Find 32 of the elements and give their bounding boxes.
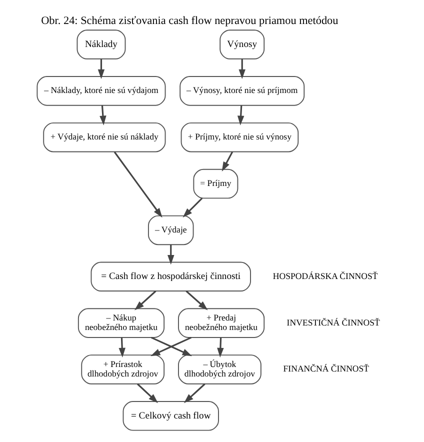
node-box: = Príjmy [192, 168, 238, 199]
label: HOSPODÁRSKA ČINNOSŤ [272, 270, 378, 281]
arrow [113, 152, 162, 218]
node-box: – Výnosy, ktoré nie sú príjmom [179, 76, 304, 106]
arrow [97, 59, 104, 79]
arrow [185, 290, 208, 310]
node-box: = Celkový cash flow [122, 401, 218, 431]
node-box: = Cash flow z hospodárskej činnosti [90, 262, 250, 292]
arrow [99, 105, 106, 126]
node-box: – Výdaje [147, 215, 194, 246]
diagram-title: Obr. 24: Schéma zisťovania cash flow nepravou priamou metódou [40, 14, 338, 27]
node-box: + Prírastok dlhodobých zdrojov [80, 354, 164, 384]
arrow [236, 105, 244, 126]
arrow [221, 151, 233, 172]
arrow [183, 383, 205, 404]
arrow [238, 59, 245, 79]
label: INVESTIČNÁ ČINNOSŤ [286, 317, 380, 328]
node-box: Výnosy [219, 30, 264, 60]
node-box: – Náklady, ktoré nie sú výdajom [36, 76, 166, 106]
node-box: + Predaj neobežného majetku [178, 308, 264, 338]
node-box: – Nákup neobežného majetku [77, 308, 164, 338]
node-box: – Úbytok dlhodobých zdrojov [178, 354, 261, 384]
arrow [167, 244, 174, 265]
arrow [136, 383, 158, 404]
arrow [118, 338, 125, 358]
node-box: + Príjmy, ktoré nie sú výnosy [180, 122, 298, 152]
arrow [216, 338, 224, 358]
node-box: Náklady [76, 30, 126, 60]
node-box: + Výdaje, ktoré nie sú náklady [42, 122, 166, 152]
label: FINANČNÁ ČINNOSŤ [282, 364, 369, 374]
arrow [134, 290, 156, 310]
arrow [182, 198, 202, 218]
